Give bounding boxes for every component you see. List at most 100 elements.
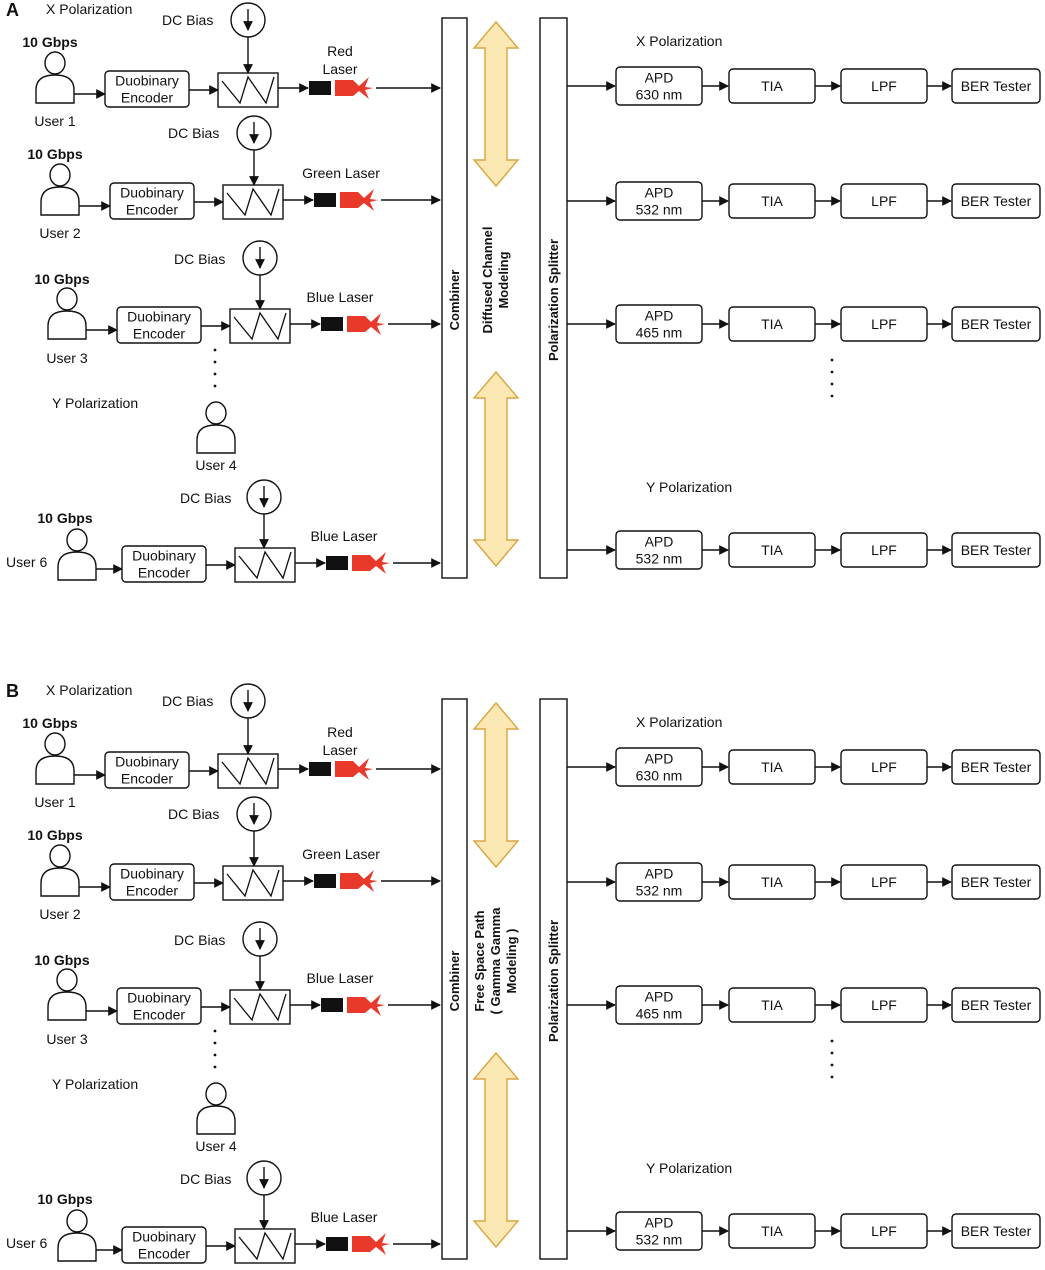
laser-emitter <box>347 313 385 335</box>
user-body <box>40 186 80 216</box>
tx-x-polarization-label: X Polarization <box>46 1 132 17</box>
ellipsis-dot <box>830 1075 834 1079</box>
modulator-box <box>234 1228 296 1264</box>
channel-label: Modeling <box>496 251 511 308</box>
ellipsis-dot <box>213 384 217 388</box>
ellipsis-dot <box>213 360 217 364</box>
dc-bias-label: DC Bias <box>174 251 225 267</box>
laser-driver <box>326 1237 348 1251</box>
laser-driver <box>321 317 343 331</box>
ellipsis-dot <box>830 382 834 386</box>
lpf-label: LPF <box>871 316 897 332</box>
channel-label: Diffused Channel <box>480 227 495 334</box>
duobinary-encoder-label: Duobinary <box>115 754 179 770</box>
apd-label: APD <box>645 534 674 550</box>
tia-label: TIA <box>761 874 783 890</box>
user-body <box>47 991 87 1021</box>
ellipsis-dot <box>213 1029 217 1033</box>
tia-label: TIA <box>761 997 783 1013</box>
ber-tester-box <box>951 864 1041 900</box>
modulator-sawtooth <box>233 311 287 341</box>
ellipsis-dot <box>830 1051 834 1055</box>
dc-bias-source-icon <box>230 683 266 719</box>
duobinary-encoder-box <box>104 70 190 108</box>
laser-icon <box>309 758 373 780</box>
rx-x-polarization-label: X Polarization <box>636 33 722 49</box>
ber-tester-label: BER Tester <box>961 759 1032 775</box>
user-label: User 1 <box>34 113 75 129</box>
tia-label: TIA <box>761 542 783 558</box>
duobinary-encoder-label: Duobinary <box>132 1229 196 1245</box>
laser-driver <box>314 193 336 207</box>
channel-label: ( Gamma Gamma <box>488 907 503 1015</box>
tia-label: TIA <box>761 78 783 94</box>
user-icon <box>40 844 80 897</box>
ber-tester-box <box>951 306 1041 342</box>
duobinary-encoder-label: Encoder <box>121 90 173 106</box>
user-body <box>57 1232 97 1262</box>
bitrate-label: 10 Gbps <box>27 827 82 843</box>
ber-tester-box <box>951 1213 1041 1249</box>
tia-label: TIA <box>761 759 783 775</box>
duobinary-encoder-box <box>116 987 202 1025</box>
user-head <box>56 968 78 992</box>
ellipsis-dot <box>830 394 834 398</box>
user-label: User 6 <box>6 1235 47 1251</box>
polarization-splitter-box <box>539 17 568 579</box>
laser-driver <box>309 762 331 776</box>
user-label: User 4 <box>195 457 236 473</box>
user-body <box>40 867 80 897</box>
tia-label: TIA <box>761 1223 783 1239</box>
ber-tester-box <box>951 68 1041 104</box>
laser-label: Red <box>327 724 353 740</box>
ellipsis-dots <box>830 358 834 398</box>
modulator-icon <box>217 72 279 108</box>
panel-letter: A <box>6 0 19 20</box>
laser-label: Blue Laser <box>307 289 374 305</box>
ber-tester-label: BER Tester <box>961 542 1032 558</box>
duobinary-encoder-label: Encoder <box>138 1246 190 1262</box>
dc-bias-source-icon <box>242 240 278 276</box>
apd-label: 532 nm <box>636 883 683 899</box>
user-head <box>44 732 66 756</box>
rx-y-polarization-label: Y Polarization <box>646 479 732 495</box>
user-label: User 4 <box>195 1138 236 1154</box>
user-head <box>66 528 88 552</box>
ber-tester-box <box>951 532 1041 568</box>
duobinary-encoder-label: Encoder <box>133 326 185 342</box>
user-body <box>35 74 75 104</box>
bitrate-label: 10 Gbps <box>22 34 77 50</box>
bitrate-label: 10 Gbps <box>34 952 89 968</box>
ber-tester-label: BER Tester <box>961 997 1032 1013</box>
duobinary-encoder-label: Duobinary <box>120 866 184 882</box>
user-icon <box>40 163 80 216</box>
dc-bias-source-icon <box>246 479 282 515</box>
modulator-sawtooth <box>238 1231 292 1261</box>
duobinary-encoder-label: Duobinary <box>127 309 191 325</box>
apd-label: APD <box>645 751 674 767</box>
ellipsis-dot <box>830 1063 834 1067</box>
apd-label: 532 nm <box>636 202 683 218</box>
modulator-sawtooth <box>221 756 275 786</box>
modulator-icon <box>229 989 291 1025</box>
user-body <box>57 551 97 581</box>
ellipsis-dot <box>213 1041 217 1045</box>
laser-emitter <box>335 77 373 99</box>
user-icon <box>196 1082 236 1135</box>
ellipsis-dots <box>213 348 217 388</box>
combiner-label: Combiner <box>447 951 462 1012</box>
laser-emitter <box>340 870 378 892</box>
duobinary-encoder-box <box>109 182 195 220</box>
duobinary-encoder-box <box>121 1226 207 1264</box>
rx-y-polarization-label: Y Polarization <box>646 1160 732 1176</box>
ber-tester-label: BER Tester <box>961 874 1032 890</box>
ellipsis-dot <box>830 1039 834 1043</box>
